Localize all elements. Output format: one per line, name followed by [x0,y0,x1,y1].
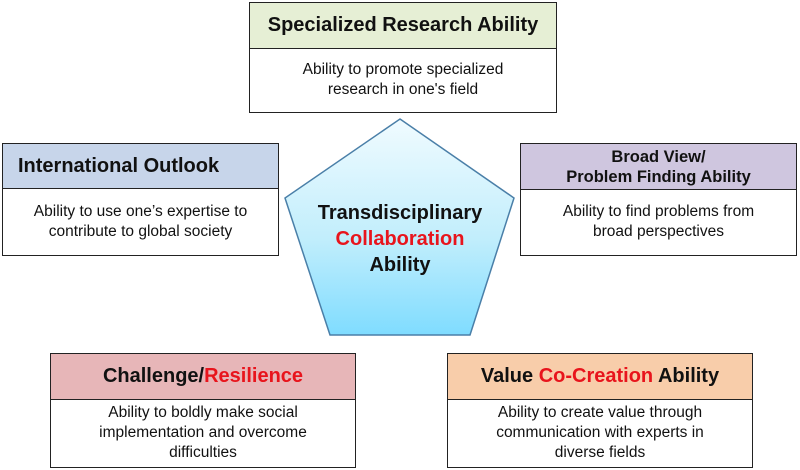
international-outlook-desc-line: contribute to global society [48,222,233,240]
specialized-research-desc: Ability to promote specialized research … [250,49,556,111]
broad-view-desc-line: broad perspectives [593,223,724,240]
value-co-creation-desc-line: Ability to create value through [497,404,703,421]
center-line-3: Ability [369,254,431,276]
international-outlook-desc: Ability to use one’s expertise to contri… [3,189,278,254]
international-outlook-desc-line: Ability to use one’s expertise to [33,202,248,220]
challenge-title: Challenge/ [102,365,205,387]
center-line-1: Transdisciplinary [317,202,483,224]
resilience-title: Resilience [204,365,304,387]
challenge-resilience-desc-line: implementation and overcome [99,424,307,441]
international-outlook-header: International Outlook [3,144,278,189]
specialized-research-header: Specialized Research Ability [250,3,556,49]
value-co-creation-desc-line: communication with experts in [496,424,704,441]
international-outlook-box: International Outlook Ability to use one… [2,143,279,256]
challenge-resilience-desc-line: Ability to boldly make social [108,404,298,421]
value-co-creation-desc-line: diverse fields [554,444,646,461]
specialized-research-desc-line: research in one's field [327,81,479,98]
value-title-c: Ability [653,365,720,387]
challenge-resilience-header: Challenge/Resilience [51,354,355,400]
broad-view-desc: Ability to find problems from broad pers… [521,190,796,254]
value-co-creation-box: Value Co-Creation Ability Ability to cre… [447,353,753,468]
specialized-research-box: Specialized Research Ability Ability to … [249,2,557,113]
value-co-creation-desc: Ability to create value through communic… [448,400,752,466]
broad-view-title-line-1: Broad View/ [611,147,706,166]
challenge-resilience-box: Challenge/Resilience Ability to boldly m… [50,353,356,468]
broad-view-box: Broad View/ Problem Finding Ability Abil… [520,143,797,256]
challenge-resilience-desc: Ability to boldly make social implementa… [51,400,355,466]
broad-view-desc-line: Ability to find problems from [562,203,755,220]
broad-view-title-line-2: Problem Finding Ability [566,167,751,186]
center-label: Transdisciplinary Collaboration Ability [300,200,500,278]
challenge-resilience-desc-line: difficulties [169,444,237,461]
co-creation-title: Co-Creation [538,365,654,387]
value-title-a: Value [480,365,539,387]
specialized-research-desc-line: Ability to promote specialized [302,61,504,78]
value-co-creation-header: Value Co-Creation Ability [448,354,752,400]
broad-view-header: Broad View/ Problem Finding Ability [521,144,796,190]
center-line-2: Collaboration [335,228,465,250]
specialized-research-title: Specialized Research Ability [267,14,539,36]
international-outlook-title: International Outlook [18,154,220,177]
